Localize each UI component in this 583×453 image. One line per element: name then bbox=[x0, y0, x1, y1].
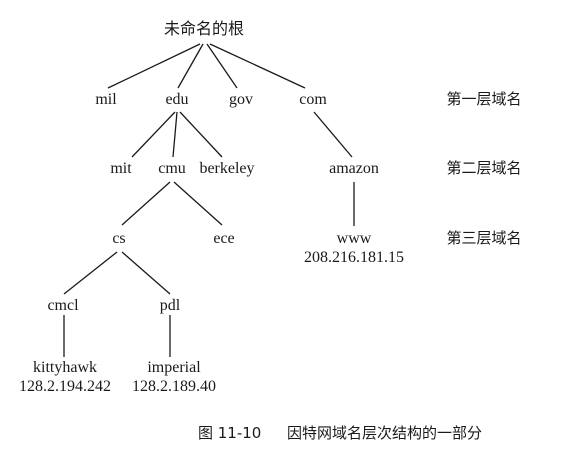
level-label-second: 第二层域名 bbox=[446, 159, 521, 177]
edge-cmu-ece bbox=[173, 181, 223, 226]
tree-nodes: 未命名的根 mil edu gov com mit cmu berkeley a… bbox=[19, 20, 404, 395]
edge-root-mil bbox=[107, 43, 201, 89]
node-mit: mit bbox=[110, 160, 132, 177]
node-imperial-ip: 128.2.189.40 bbox=[132, 378, 216, 395]
level-label-first: 第一层域名 bbox=[446, 90, 521, 108]
tree-edges bbox=[63, 43, 355, 357]
figure-caption: 图 11-10 因特网域名层次结构的一部分 bbox=[198, 424, 482, 442]
edge-edu-cmu bbox=[172, 111, 178, 158]
edge-root-edu bbox=[177, 43, 204, 89]
edge-com-amazon bbox=[313, 111, 353, 158]
node-imperial: imperial bbox=[147, 359, 201, 376]
caption-text: 因特网域名层次结构的一部分 bbox=[287, 424, 482, 442]
node-ece: ece bbox=[213, 230, 234, 247]
edge-cs-pdl bbox=[121, 251, 171, 295]
edge-edu-mit bbox=[131, 111, 176, 158]
level-label-third: 第三层域名 bbox=[446, 229, 521, 247]
node-cmu: cmu bbox=[158, 160, 186, 177]
node-com: com bbox=[299, 91, 327, 108]
edge-root-com bbox=[209, 43, 306, 89]
node-edu: edu bbox=[165, 91, 188, 108]
node-gov: gov bbox=[229, 91, 253, 108]
edge-root-gov bbox=[206, 43, 238, 89]
node-berkeley: berkeley bbox=[199, 160, 254, 177]
node-www-ip: 208.216.181.15 bbox=[304, 249, 404, 266]
caption-number: 图 11-10 bbox=[198, 424, 261, 442]
node-cmcl: cmcl bbox=[47, 297, 79, 314]
edge-cmu-cs bbox=[121, 181, 171, 226]
node-kittyhawk: kittyhawk bbox=[33, 359, 97, 376]
node-mil: mil bbox=[95, 91, 117, 108]
edge-edu-berkeley bbox=[179, 111, 223, 158]
node-cs: cs bbox=[112, 230, 125, 247]
node-root: 未命名的根 bbox=[164, 20, 244, 38]
node-amazon: amazon bbox=[329, 160, 379, 177]
node-www: www bbox=[337, 230, 372, 247]
node-pdl: pdl bbox=[160, 297, 181, 314]
node-kittyhawk-ip: 128.2.194.242 bbox=[19, 378, 111, 395]
level-labels: 第一层域名 第二层域名 第三层域名 bbox=[446, 90, 521, 247]
edge-cs-cmcl bbox=[63, 251, 118, 295]
